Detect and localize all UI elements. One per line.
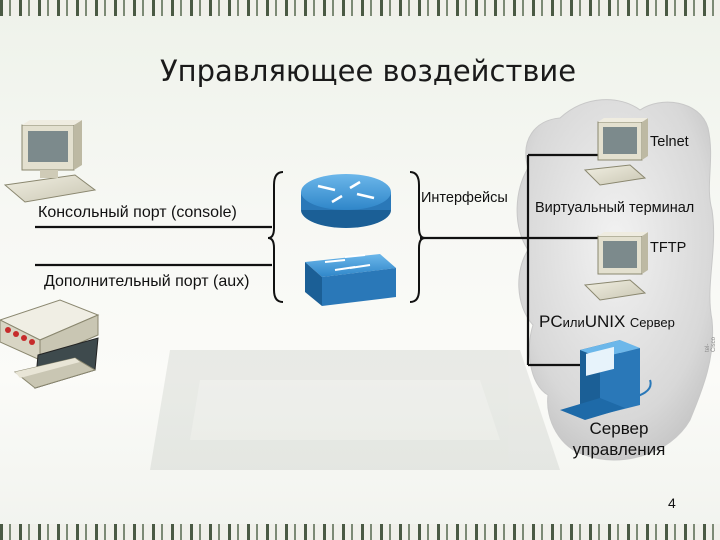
unix-label: UNIX (585, 312, 626, 331)
console-pc-icon (5, 120, 95, 202)
router-icon (301, 174, 391, 228)
server-label: Сервер (630, 315, 675, 330)
or-label: или (563, 315, 585, 330)
background-shadow (150, 350, 560, 470)
virtual-terminal-label: Виртуальный терминал (535, 200, 694, 216)
page-number: 4 (668, 495, 676, 511)
switch-icon (305, 254, 396, 306)
management-server-label-line1: Сервер (566, 418, 672, 439)
management-server-label-line2: управления (566, 439, 672, 460)
pc-or-unix-server-label: PCилиUNIX Сервер (539, 312, 675, 332)
slide-title: Управляющее воздействие (160, 54, 576, 88)
interfaces-label: Интерфейсы (421, 190, 508, 206)
console-port-label: Консольный порт (console) (38, 204, 237, 222)
left-brace (268, 172, 283, 302)
aux-port-label: Дополнительный порт (aux) (44, 273, 249, 291)
telnet-label: Telnet (650, 134, 689, 150)
management-server-label: Сервер управления (566, 418, 672, 460)
pc-label: PC (539, 312, 563, 331)
side-watermark: tel-Cisco (705, 337, 717, 352)
tftp-label: TFTP (650, 240, 686, 256)
